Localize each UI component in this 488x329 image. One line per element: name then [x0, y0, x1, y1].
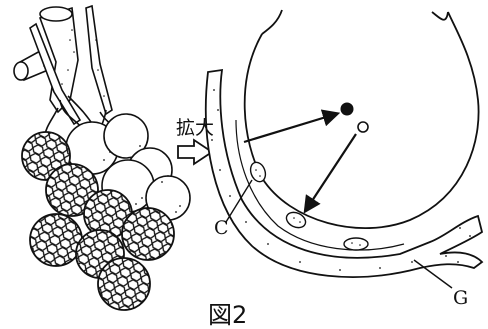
label-g: G [453, 289, 468, 308]
bronchiole-tree [14, 6, 122, 142]
alveoli-diagram [0, 0, 488, 322]
enlarge-label: 拡大 [176, 119, 214, 138]
label-c: C [214, 219, 229, 238]
black-dot-icon [341, 103, 353, 115]
enlarged-alveolus [245, 10, 479, 228]
exchange-arrows [244, 114, 356, 210]
figure-caption: 図2 [208, 303, 247, 327]
white-dot-icon [358, 122, 368, 132]
enlarge-arrow-icon [178, 140, 212, 164]
